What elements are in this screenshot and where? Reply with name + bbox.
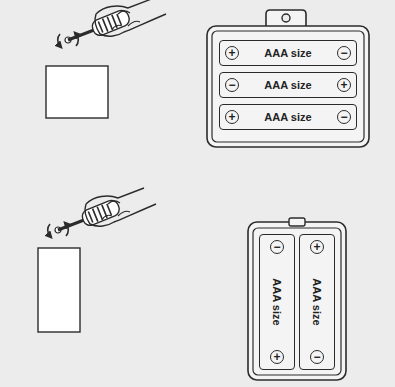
polarity-mark: − — [337, 46, 351, 60]
screwdriver-hand — [48, 188, 156, 236]
polarity-mark: + — [310, 240, 324, 254]
battery: + AAA size − — [219, 104, 357, 130]
battery-box — [248, 218, 346, 380]
battery: − AAA size + — [219, 72, 357, 98]
polarity-mark: − — [225, 78, 239, 92]
polarity-mark: + — [337, 78, 351, 92]
polarity-mark: + — [225, 110, 239, 124]
polarity-mark: + — [225, 46, 239, 60]
battery: − AAA size + — [259, 234, 295, 370]
battery-box — [207, 10, 369, 147]
polarity-mark: + — [270, 350, 284, 364]
battery-label: AAA size — [264, 79, 311, 91]
battery-label: AAA size — [271, 278, 283, 325]
battery-label: AAA size — [311, 278, 323, 325]
polarity-mark: − — [310, 350, 324, 364]
battery: + AAA size − — [219, 40, 357, 66]
screwdriver-hand — [58, 0, 166, 46]
battery: + AAA size − — [299, 234, 335, 370]
polarity-mark: − — [270, 240, 284, 254]
polarity-mark: − — [337, 110, 351, 124]
cover-plate — [38, 248, 80, 332]
cover-plate — [46, 66, 108, 118]
battery-label: AAA size — [264, 111, 311, 123]
battery-label: AAA size — [264, 47, 311, 59]
